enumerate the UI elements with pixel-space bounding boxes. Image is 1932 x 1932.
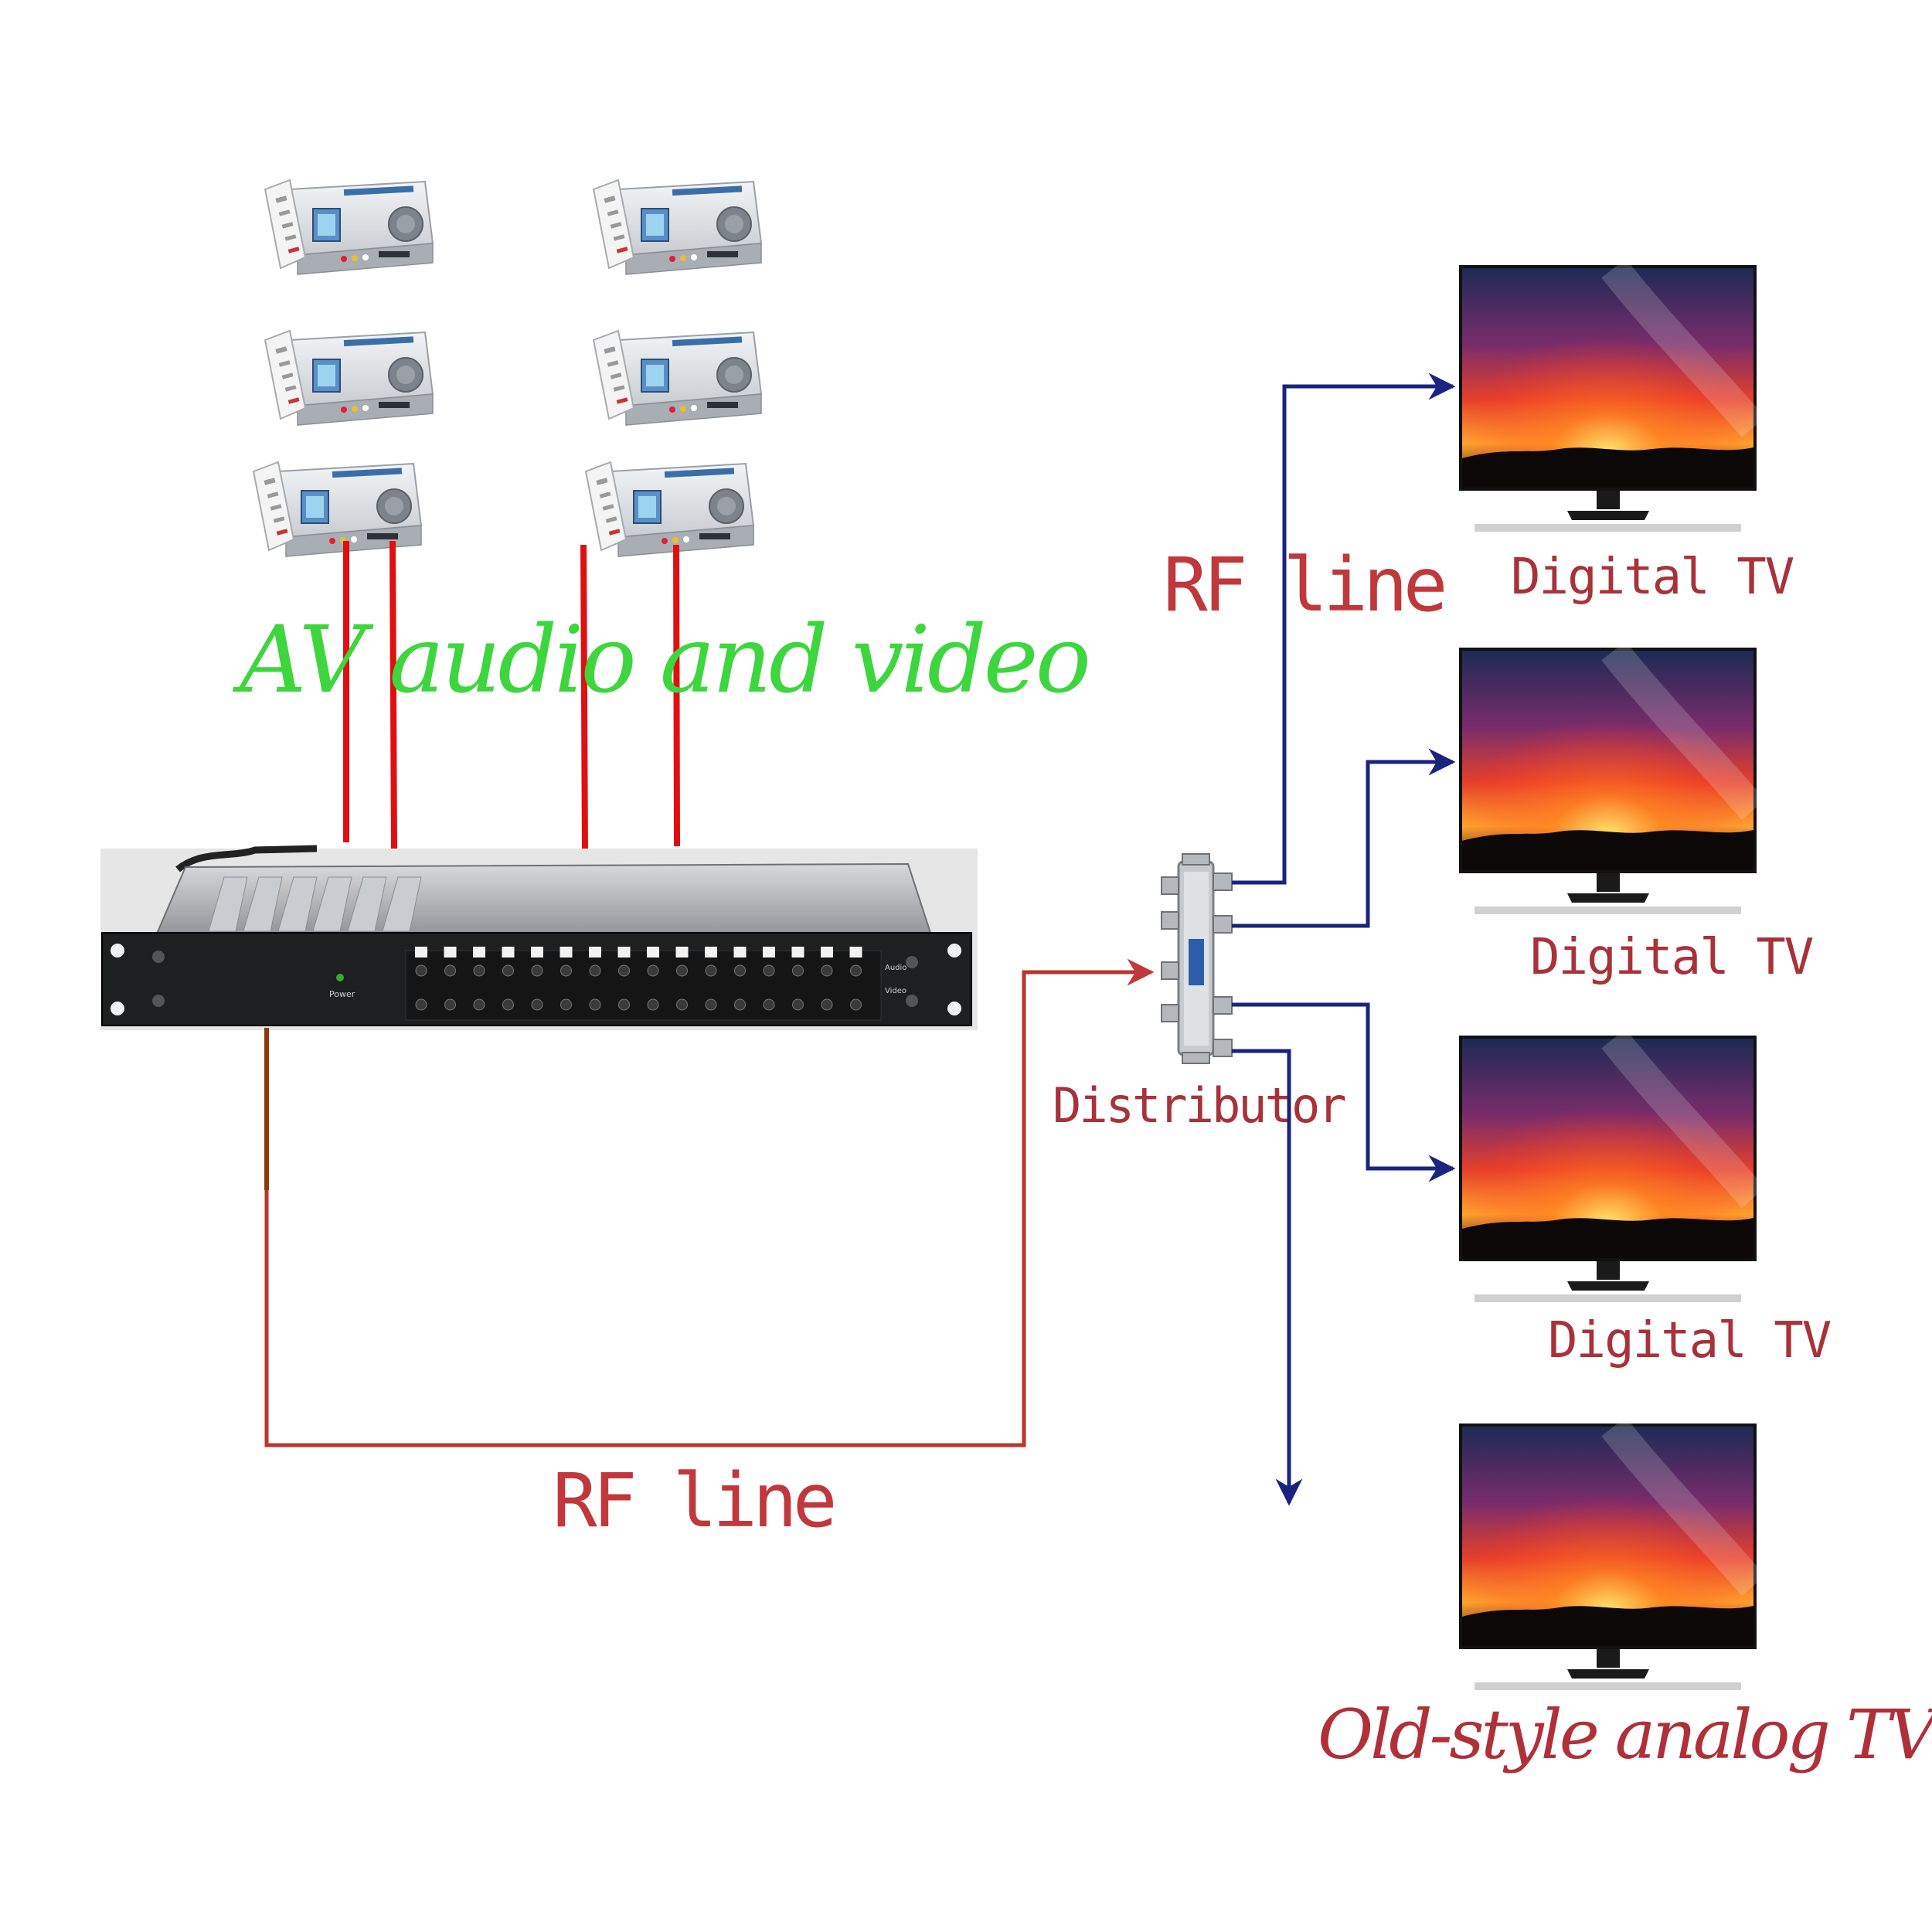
av-cable	[673, 544, 680, 847]
set-top-box	[253, 461, 422, 557]
video-jack	[415, 998, 427, 1011]
digital-tv-label: Digital TV	[1511, 549, 1794, 606]
audio-jack	[647, 964, 659, 977]
channel-button[interactable]	[647, 947, 659, 957]
rf-output-cable	[1232, 1049, 1303, 1506]
rf-line-top-label: RF line	[1163, 542, 1444, 628]
channel-button[interactable]	[560, 947, 573, 957]
audio-jack	[444, 964, 456, 977]
analog-tv-label: Old-style analog TV	[1318, 1695, 1932, 1774]
audio-jack	[560, 964, 572, 977]
video-jack	[850, 998, 862, 1011]
distributor-label: Distributor	[1053, 1077, 1345, 1134]
rack-modulator: Power Audio Video	[100, 845, 978, 1030]
audio-jack	[676, 964, 688, 977]
audio-label: Audio	[885, 964, 906, 972]
channel-button[interactable]	[415, 947, 427, 957]
set-top-box	[593, 179, 762, 275]
video-jack	[589, 998, 601, 1011]
channel-button[interactable]	[531, 947, 543, 957]
video-jack	[618, 998, 630, 1011]
channel-button[interactable]	[617, 947, 631, 957]
rf-output-cable	[1232, 1002, 1456, 1182]
rf-output-cables	[1232, 372, 1456, 1506]
video-jack	[647, 998, 659, 1011]
channel-button[interactable]	[705, 947, 717, 957]
digital-tv	[1459, 265, 1757, 532]
video-jack	[502, 998, 514, 1011]
audio-jack	[502, 964, 514, 977]
channel-button[interactable]	[791, 947, 804, 957]
audio-jack	[589, 964, 601, 977]
av-cable	[580, 544, 588, 855]
channel-button[interactable]	[849, 947, 862, 957]
audio-jack	[792, 964, 804, 977]
channel-button[interactable]	[821, 947, 833, 957]
video-jack	[531, 998, 543, 1011]
video-jack	[473, 998, 485, 1011]
av-audio-video-label: AV audio and video	[232, 607, 1088, 714]
channel-button[interactable]	[763, 947, 775, 957]
audio-jack	[705, 964, 717, 977]
digital-tv-label: Digital TV	[1530, 929, 1813, 986]
av-cables	[343, 540, 680, 855]
channel-button[interactable]	[733, 947, 747, 957]
audio-jack	[734, 964, 746, 977]
audio-jack	[821, 964, 833, 977]
video-jack	[705, 998, 717, 1011]
audio-jack	[850, 964, 862, 977]
video-jack	[444, 998, 456, 1011]
channel-button[interactable]	[444, 947, 457, 957]
channel-button[interactable]	[589, 947, 601, 957]
video-jack	[734, 998, 746, 1011]
audio-jack	[763, 964, 775, 977]
audio-jack	[618, 964, 630, 977]
video-jack	[676, 998, 688, 1011]
video-jack	[821, 998, 833, 1011]
video-jack	[763, 998, 775, 1011]
audio-jack	[473, 964, 485, 977]
video-label: Video	[885, 987, 906, 995]
audio-jack	[531, 964, 543, 977]
set-top-box	[593, 330, 762, 426]
audio-jack	[415, 964, 427, 977]
set-top-box-group	[253, 179, 762, 557]
rf-line-bottom-label: RF line	[553, 1458, 834, 1544]
video-jack	[560, 998, 572, 1011]
av-cable	[389, 540, 397, 851]
rf-input-cable	[264, 958, 1155, 1447]
set-top-box	[264, 330, 434, 426]
digital-tv	[1459, 1036, 1757, 1302]
rf-output-cable	[1232, 372, 1456, 885]
digital-tv	[1459, 648, 1757, 914]
power-label: Power	[329, 989, 355, 999]
distributor-splitter	[1161, 853, 1233, 1064]
channel-row	[415, 947, 862, 1011]
channel-button[interactable]	[675, 947, 689, 957]
rf-output-cable	[1232, 748, 1456, 928]
set-top-box	[264, 179, 434, 275]
set-top-box	[585, 461, 754, 557]
digital-tv-label: Digital TV	[1548, 1312, 1831, 1369]
channel-button[interactable]	[473, 947, 485, 957]
channel-button[interactable]	[502, 947, 515, 957]
analog-tv	[1459, 1423, 1757, 1690]
video-jack	[792, 998, 804, 1011]
